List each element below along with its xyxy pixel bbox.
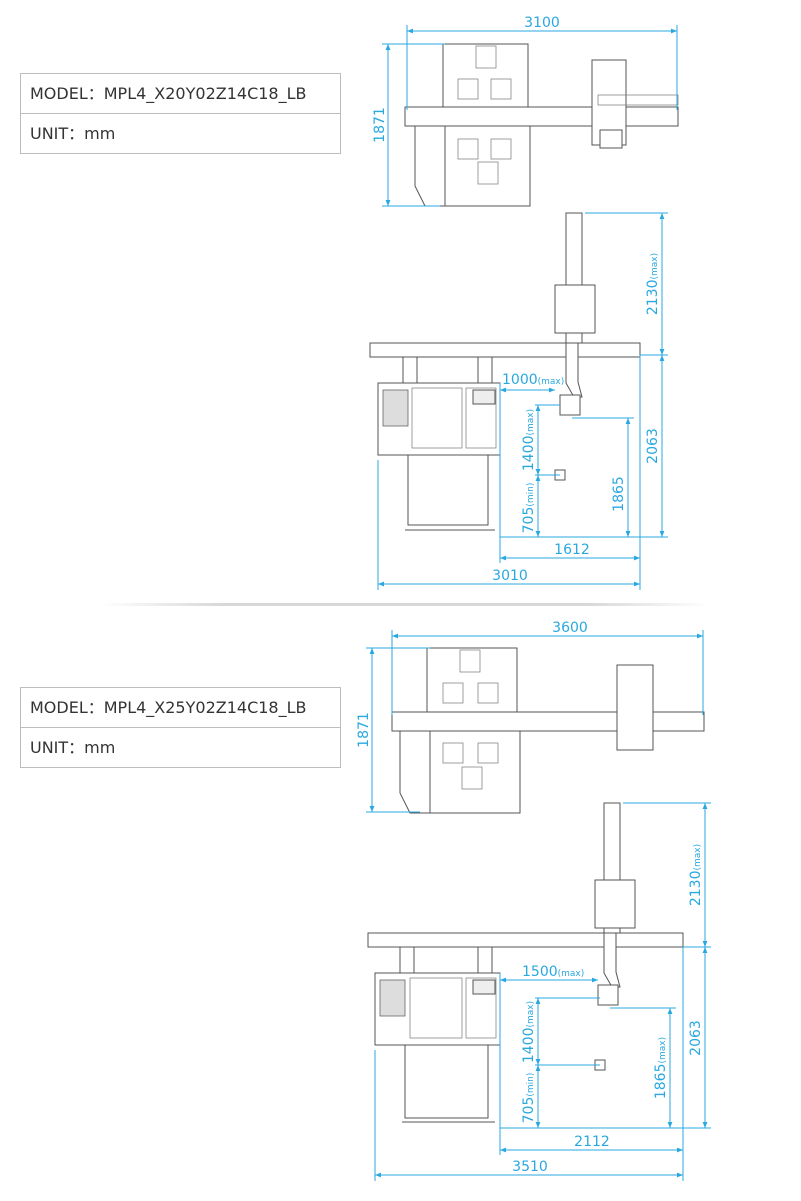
dim-sub: (max) [558,969,585,979]
dimensions-front-2: 2130(max) 2063 1865(max) 1400(max) 705(m… [374,802,711,1181]
dim-label: 2130 [688,871,704,907]
top-view-2 [391,647,705,814]
svg-text:1500(max): 1500(max) [522,964,584,980]
section-divider [100,603,710,606]
model-label: MODEL：MPL4_X25Y02Z14C18_LB [30,698,307,717]
dim-label: 3100 [524,15,560,31]
dim-sub: (max) [526,1001,536,1028]
dim-label: 2063 [688,1020,704,1056]
dim-sub: (max) [693,844,703,871]
dim-label: 1000 [502,372,538,388]
top-view-1 [404,43,679,207]
dim-label: 1400 [521,436,537,472]
front-view-2 [367,802,684,1123]
dimension-depth-top-2: 1871 [356,647,430,813]
dim-label: 1865 [653,1064,669,1100]
dimension-width-top-2: 3600 [391,620,704,715]
svg-text:705(min): 705(min) [521,483,537,534]
dim-label: 2112 [574,1134,610,1150]
dim-label: 3010 [492,568,528,584]
dim-sub: (min) [526,483,536,507]
dimension-width-top-1: 3100 [406,15,678,110]
dimensions-front-1: 2130(max) 2063 1865 1400(max) 705(min) 1… [377,212,668,590]
dim-sub: (max) [538,377,565,387]
dim-label: 1500 [522,964,558,980]
spec-box-1: MODEL：MPL4_X20Y02Z14C18_LB UNIT：mm [20,73,341,154]
dimension-depth-top-1: 1871 [372,43,445,207]
dim-sub: (max) [650,253,660,280]
dim-label: 1871 [372,107,388,143]
dim-label: 1400 [521,1028,537,1064]
dim-label: 1871 [356,712,372,748]
dim-sub: (max) [658,1037,668,1064]
dim-label: 705 [521,507,537,534]
svg-text:705(min): 705(min) [521,1073,537,1124]
svg-text:1400(max): 1400(max) [521,1001,537,1063]
dim-sub: (max) [526,409,536,436]
unit-label: UNIT：mm [21,113,340,153]
spec-box-2: MODEL：MPL4_X25Y02Z14C18_LB UNIT：mm [20,687,341,768]
svg-text:2130(max): 2130(max) [645,253,661,315]
svg-text:1000(max): 1000(max) [502,372,564,388]
svg-text:1865(max): 1865(max) [653,1037,669,1099]
svg-text:1400(max): 1400(max) [521,409,537,471]
unit-label: UNIT：mm [21,727,340,767]
dim-label: 1612 [554,542,590,558]
dim-label: 705 [521,1097,537,1124]
dim-label: 2063 [645,428,661,464]
dim-label: 2130 [645,280,661,316]
svg-text:2130(max): 2130(max) [688,844,704,906]
dim-sub: (min) [526,1073,536,1097]
dim-label: 3510 [512,1159,548,1175]
dim-label: 3600 [552,620,588,636]
dim-label: 1865 [611,476,627,512]
front-view-1 [369,212,641,531]
model-label: MODEL：MPL4_X20Y02Z14C18_LB [30,84,307,103]
